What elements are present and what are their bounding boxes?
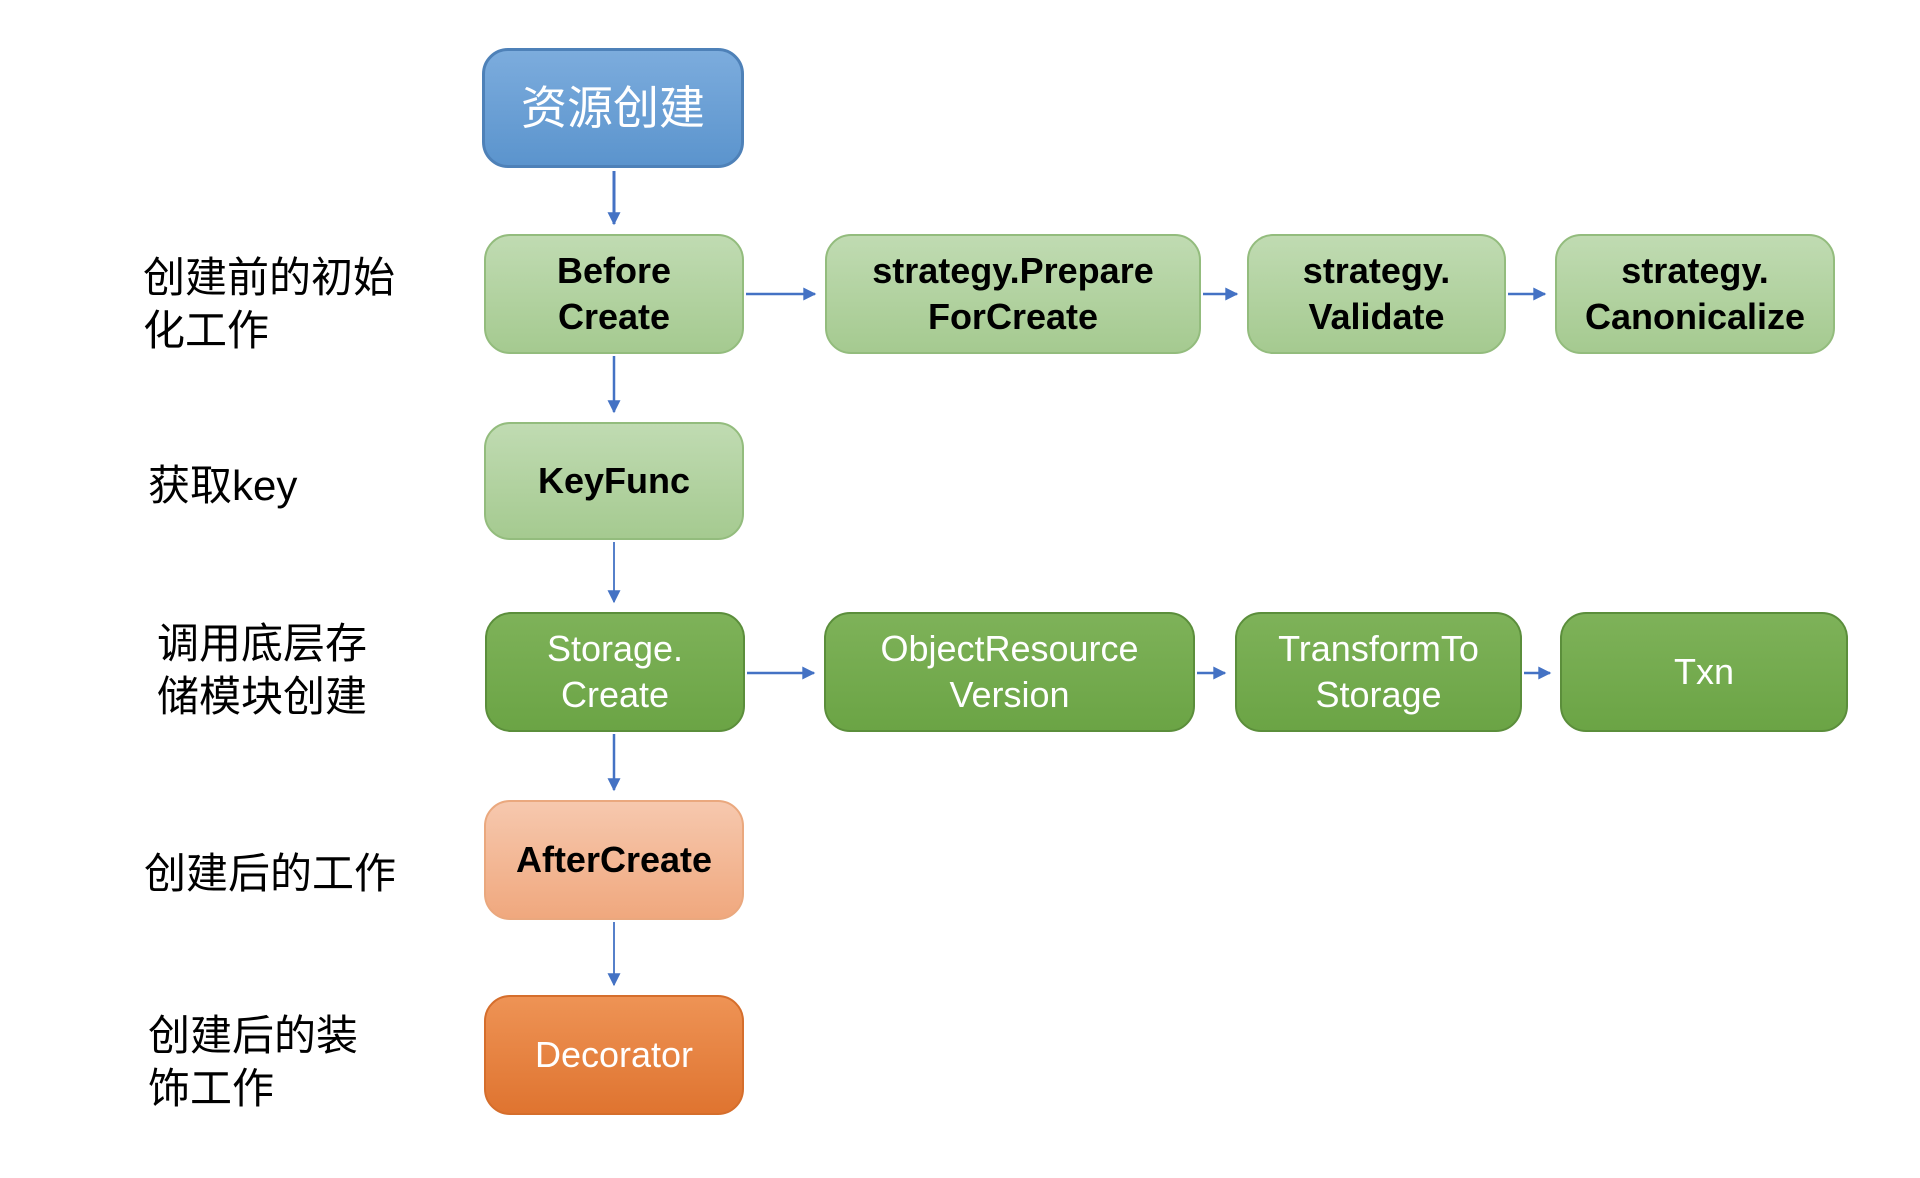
node-strategy-validate: strategy. Validate <box>1247 234 1506 354</box>
side-label-pre-create-init: 创建前的初始 化工作 <box>143 254 396 354</box>
node-decorator: Decorator <box>484 995 744 1115</box>
node-storage-create: Storage. Create <box>485 612 745 732</box>
side-label-post-create-decorate: 创建后的装 饰工作 <box>148 1012 359 1112</box>
node-txn: Txn <box>1560 612 1848 732</box>
node-transform-to-storage: TransformTo Storage <box>1235 612 1522 732</box>
node-strategy-canonicalize: strategy. Canonicalize <box>1555 234 1835 354</box>
node-resource-create: 资源创建 <box>482 48 744 168</box>
side-label-storage-module-create: 调用底层存 储模块创建 <box>157 620 368 720</box>
node-keyfunc: KeyFunc <box>484 422 744 540</box>
node-strategy-prepare-for-create: strategy.Prepare ForCreate <box>825 234 1201 354</box>
node-before-create: Before Create <box>484 234 744 354</box>
side-label-post-create-work: 创建后的工作 <box>144 850 397 897</box>
node-object-resource-version: ObjectResource Version <box>824 612 1195 732</box>
node-after-create: AfterCreate <box>484 800 744 920</box>
side-label-get-key: 获取key <box>148 462 298 509</box>
